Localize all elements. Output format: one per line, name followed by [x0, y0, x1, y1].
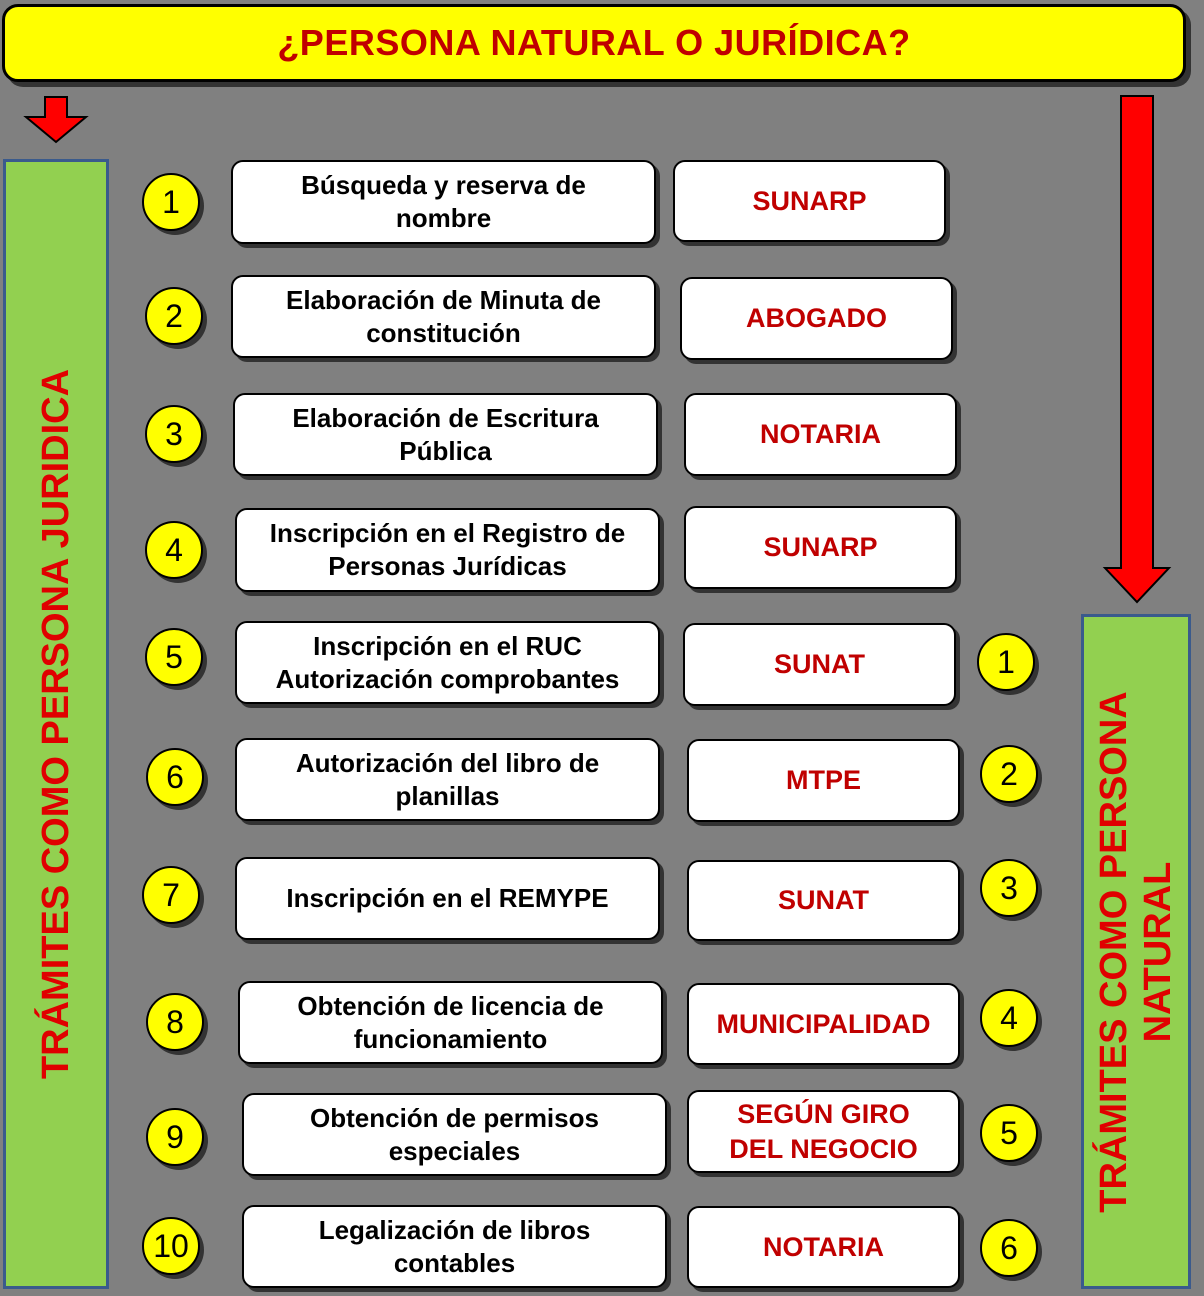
entity-box-8-line: MUNICIPALIDAD [716, 1008, 931, 1039]
step-number-7: 7 [142, 866, 200, 924]
arrow-down-left-icon [23, 96, 89, 144]
juridica-label: TRÁMITES COMO PERSONA JURIDICA [35, 368, 77, 1080]
natural-step-number-4: 4 [980, 989, 1038, 1047]
entity-box-4-text: SUNARP [763, 530, 877, 565]
natural-step-number-3: 3 [980, 859, 1038, 917]
entity-box-7: SUNAT [687, 860, 960, 941]
entity-box-3-text: NOTARIA [760, 417, 881, 452]
step-box-9-line: Obtención de permisos [310, 1102, 599, 1133]
step-box-1-line: Búsqueda y reserva de [301, 170, 586, 200]
step-box-3-line: Pública [399, 435, 492, 466]
step-box-7-line: Inscripción en el REMYPE [286, 883, 609, 913]
step-box-6-line: Autorización del libro de [295, 747, 600, 778]
title-banner: ¿PERSONA NATURAL O JURÍDICA? [2, 4, 1186, 82]
step-box-7-text: Inscripción en el REMYPE [286, 882, 608, 915]
arrow-down-right-icon [1102, 95, 1172, 604]
step-box-5-line: Autorización comprobantes [275, 663, 620, 694]
entity-box-5-text: SUNAT [774, 647, 865, 682]
natural-label: TRÁMITES COMO PERSONA NATURAL [1093, 690, 1179, 1213]
step-box-4-line: Inscripción en el Registro de [269, 518, 626, 548]
step-number-2: 2 [145, 287, 203, 345]
title-text: ¿PERSONA NATURAL O JURÍDICA? [277, 22, 911, 63]
natural-step-number-1: 1 [977, 633, 1035, 691]
entity-box-9-text: SEGÚN GIRO DEL NEGOCIO [729, 1097, 918, 1167]
step-box-9-line: especiales [388, 1135, 521, 1166]
entity-box-6-text: MTPE [786, 763, 861, 798]
entity-box-2-line: ABOGADO [746, 303, 887, 333]
step-number-9: 9 [146, 1108, 204, 1166]
natural-step-number-2: 2 [980, 745, 1038, 803]
entity-box-4: SUNARP [684, 506, 957, 589]
step-box-8-line: Obtención de licencia de [297, 990, 604, 1021]
entity-box-7-line: SUNAT [778, 885, 869, 915]
entity-box-8-text: MUNICIPALIDAD [717, 1007, 931, 1042]
entity-box-10-line: NOTARIA [763, 1231, 884, 1262]
entity-box-5: SUNAT [683, 623, 956, 706]
entity-box-1: SUNARP [673, 160, 946, 242]
step-box-3-line: Elaboración de Escritura [292, 402, 599, 433]
entity-box-9-line: SEGÚN GIRO [737, 1098, 910, 1129]
entity-box-1-text: SUNARP [752, 184, 866, 219]
step-number-5: 5 [145, 628, 203, 686]
step-box-2-line: constitución [366, 317, 521, 348]
step-number-1: 1 [142, 173, 200, 231]
step-number-8: 8 [146, 993, 204, 1051]
step-box-2-line: Elaboración de Minuta de [286, 284, 601, 315]
step-box-8-line: funcionamiento [353, 1023, 548, 1054]
natural-bar: TRÁMITES COMO PERSONA NATURAL [1081, 614, 1191, 1289]
entity-box-3: NOTARIA [684, 393, 957, 476]
entity-box-6-line: MTPE [785, 765, 861, 795]
entity-box-10: NOTARIA [687, 1206, 960, 1288]
entity-box-6: MTPE [687, 739, 960, 822]
entity-box-4-line: SUNARP [763, 532, 878, 562]
entity-box-8: MUNICIPALIDAD [687, 983, 960, 1065]
entity-box-9: SEGÚN GIRO DEL NEGOCIO [687, 1090, 960, 1173]
entity-box-3-line: NOTARIA [760, 419, 881, 449]
step-number-6: 6 [146, 748, 204, 806]
natural-step-number-5: 5 [980, 1104, 1038, 1162]
step-box-4-line: Personas Jurídicas [328, 551, 567, 581]
step-number-3: 3 [145, 405, 203, 463]
step-number-10: 10 [142, 1217, 200, 1275]
entity-box-2: ABOGADO [680, 277, 953, 360]
entity-box-9-line: DEL NEGOCIO [729, 1133, 918, 1164]
step-box-6-line: planillas [395, 780, 500, 811]
step-number-4: 4 [145, 521, 203, 579]
natural-step-number-6: 6 [980, 1219, 1038, 1277]
entity-box-2-text: ABOGADO [746, 301, 887, 336]
juridica-bar: TRÁMITES COMO PERSONA JURIDICA [3, 159, 109, 1289]
entity-box-7-text: SUNAT [778, 883, 869, 918]
step-box-10-line: Legalización de libros [318, 1214, 591, 1245]
step-box-7: Inscripción en el REMYPE [235, 857, 660, 940]
step-box-10-line: contables [393, 1247, 516, 1278]
entity-box-5-line: SUNAT [774, 649, 865, 679]
step-box-5-line: Inscripción en el RUC [313, 630, 582, 661]
step-box-1-line: nombre [395, 203, 492, 233]
entity-box-10-text: NOTARIA [763, 1230, 884, 1265]
entity-box-1-line: SUNARP [752, 185, 867, 216]
